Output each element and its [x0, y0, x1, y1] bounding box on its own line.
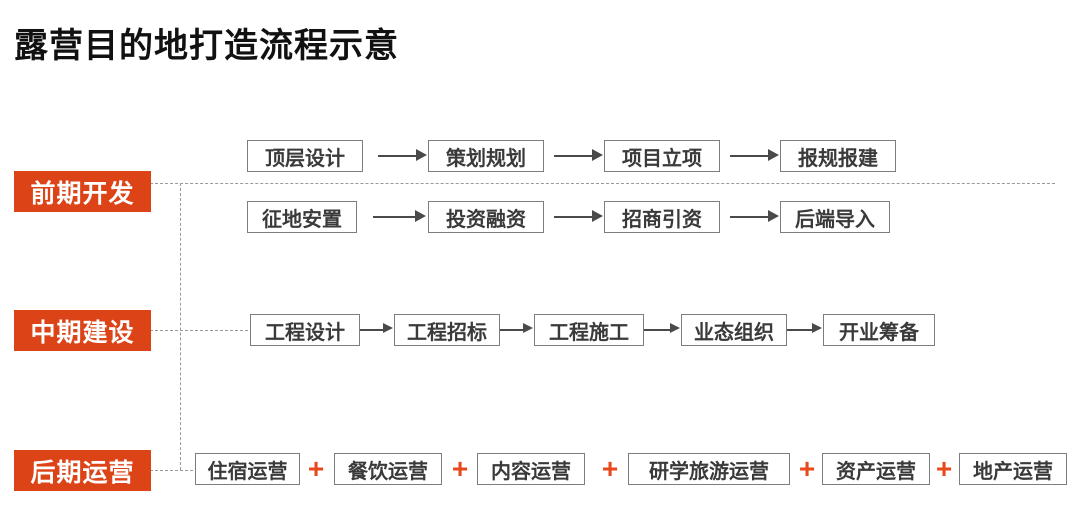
node-early-r1-3[interactable]: 项目立项: [604, 140, 720, 172]
node-mid-5[interactable]: 开业筹备: [823, 314, 935, 346]
node-label: 后端导入: [795, 208, 875, 231]
node-label: 报规报建: [798, 147, 878, 170]
node-label: 研学旅游运营: [649, 460, 769, 483]
arrow-shaft: [378, 155, 416, 157]
arrow-shaft: [554, 155, 592, 157]
node-label: 餐饮运营: [348, 460, 428, 483]
dashed-line-mid-horizontal: [150, 330, 248, 331]
node-late-3[interactable]: 内容运营: [477, 453, 585, 485]
node-early-r1-1[interactable]: 顶层设计: [247, 140, 363, 172]
plus-separator-2: +: [448, 455, 472, 483]
node-early-r2-2[interactable]: 投资融资: [428, 201, 544, 233]
node-mid-4[interactable]: 业态组织: [681, 314, 787, 346]
node-early-r2-3[interactable]: 招商引资: [604, 201, 720, 233]
node-label: 内容运营: [491, 460, 571, 483]
stage-label-early[interactable]: 前期开发: [14, 171, 151, 212]
arrow-shaft: [644, 329, 670, 331]
node-label: 工程设计: [265, 321, 345, 344]
stage-label-early-text: 前期开发: [30, 179, 135, 208]
node-label: 工程招标: [407, 321, 487, 344]
arrow-mid-4: [787, 322, 822, 338]
arrow-shaft: [373, 216, 415, 218]
node-label: 开业筹备: [839, 321, 919, 344]
node-label: 招商引资: [622, 208, 702, 231]
node-mid-1[interactable]: 工程设计: [250, 314, 360, 346]
stage-label-late-text: 后期运营: [30, 458, 135, 487]
plus-glyph: +: [451, 453, 469, 484]
plus-separator-3: +: [598, 455, 622, 483]
arrow-head: [592, 149, 603, 161]
node-late-5[interactable]: 资产运营: [822, 453, 930, 485]
plus-separator-1: +: [304, 455, 328, 483]
arrow-early-r1-3: [730, 146, 779, 166]
arrow-shaft: [500, 329, 523, 331]
plus-separator-5: +: [932, 455, 956, 483]
node-label: 顶层设计: [265, 147, 345, 170]
arrow-shaft: [554, 216, 592, 218]
node-label: 征地安置: [262, 208, 342, 231]
arrow-early-r1-2: [554, 146, 603, 166]
node-label: 工程施工: [549, 321, 629, 344]
plus-glyph: +: [935, 453, 953, 484]
arrow-head: [416, 149, 427, 161]
plus-glyph: +: [307, 453, 325, 484]
arrow-early-r2-3: [730, 207, 779, 227]
arrow-head: [383, 323, 393, 333]
node-label: 资产运营: [836, 460, 916, 483]
plus-separator-4: +: [795, 455, 819, 483]
node-early-r2-4[interactable]: 后端导入: [780, 201, 890, 233]
arrow-early-r2-1: [373, 207, 426, 227]
node-late-1[interactable]: 住宿运营: [195, 453, 300, 485]
arrow-shaft: [360, 329, 383, 331]
arrow-mid-3: [644, 322, 680, 338]
node-early-r1-2[interactable]: 策划规划: [428, 140, 544, 172]
arrow-head: [812, 323, 822, 333]
plus-glyph: +: [601, 453, 619, 484]
node-late-2[interactable]: 餐饮运营: [334, 453, 442, 485]
node-label: 住宿运营: [207, 460, 288, 483]
node-mid-3[interactable]: 工程施工: [534, 314, 644, 346]
arrow-head: [592, 210, 603, 222]
node-early-r1-4[interactable]: 报规报建: [780, 140, 896, 172]
dashed-line-vertical-spine: [180, 183, 181, 470]
node-label: 策划规划: [446, 147, 526, 170]
page-title: 露营目的地打造流程示意: [14, 27, 399, 65]
arrow-early-r1-1: [378, 146, 427, 166]
node-early-r2-1[interactable]: 征地安置: [247, 201, 357, 233]
arrow-early-r2-2: [554, 207, 603, 227]
arrow-head: [768, 210, 779, 222]
arrow-head: [768, 149, 779, 161]
arrow-shaft: [730, 216, 768, 218]
arrow-head: [670, 323, 680, 333]
node-mid-2[interactable]: 工程招标: [394, 314, 500, 346]
arrow-shaft: [787, 329, 812, 331]
node-late-6[interactable]: 地产运营: [959, 453, 1067, 485]
node-label: 项目立项: [622, 147, 702, 170]
arrow-mid-2: [500, 322, 533, 338]
arrow-head: [415, 210, 426, 222]
dashed-line-late-horizontal: [150, 470, 198, 471]
arrow-head: [523, 323, 533, 333]
stage-label-mid[interactable]: 中期建设: [14, 310, 151, 351]
dashed-line-early-horizontal: [150, 183, 1055, 184]
node-label: 投资融资: [446, 208, 526, 231]
stage-label-mid-text: 中期建设: [30, 318, 135, 347]
node-late-4[interactable]: 研学旅游运营: [628, 453, 790, 485]
plus-glyph: +: [798, 453, 816, 484]
arrow-mid-1: [360, 322, 393, 338]
arrow-shaft: [730, 155, 768, 157]
stage-label-late[interactable]: 后期运营: [14, 450, 151, 491]
node-label: 地产运营: [973, 460, 1053, 483]
node-label: 业态组织: [694, 321, 774, 344]
